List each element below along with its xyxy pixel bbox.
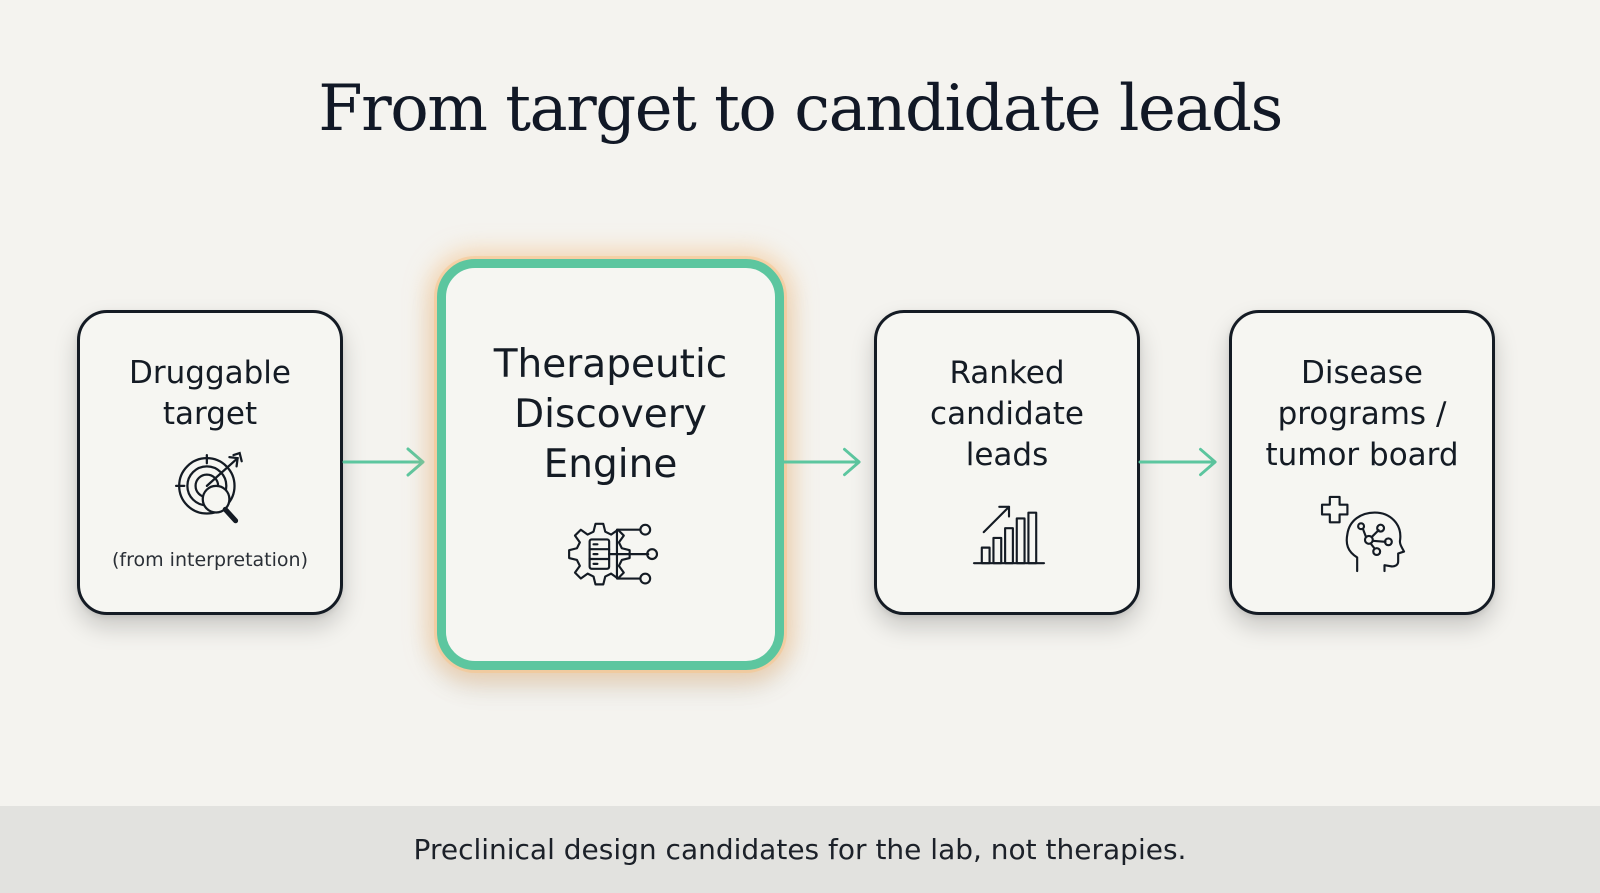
- step-therapeutic-discovery-engine: Therapeutic Discovery Engine: [437, 259, 784, 670]
- arrow-right-icon: [1138, 447, 1217, 477]
- step-label: Ranked candidate leads: [930, 355, 1084, 473]
- step-druggable-target: Druggable target (from interpretation): [77, 310, 343, 615]
- gear-database-network-icon: [568, 522, 659, 586]
- step-label: Druggable target: [129, 355, 291, 432]
- footer-note: Preclinical design candidates for the la…: [413, 833, 1187, 866]
- target-search-icon: [174, 451, 243, 524]
- step-ranked-candidate-leads: Ranked candidate leads: [874, 310, 1140, 615]
- step-disease-programs: Disease programs / tumor board: [1229, 310, 1495, 615]
- step-label: Disease programs / tumor board: [1265, 355, 1459, 473]
- arrow-right-icon: [342, 447, 425, 477]
- page-title: From target to candidate leads: [318, 72, 1283, 146]
- footer-bar: Preclinical design candidates for the la…: [0, 806, 1600, 893]
- step-sublabel: (from interpretation): [112, 549, 308, 571]
- step-label: Therapeutic Discovery Engine: [493, 342, 728, 487]
- arrow-right-icon: [782, 447, 861, 477]
- bar-chart-growth-icon: [972, 505, 1046, 565]
- medical-head-network-icon: [1320, 495, 1406, 573]
